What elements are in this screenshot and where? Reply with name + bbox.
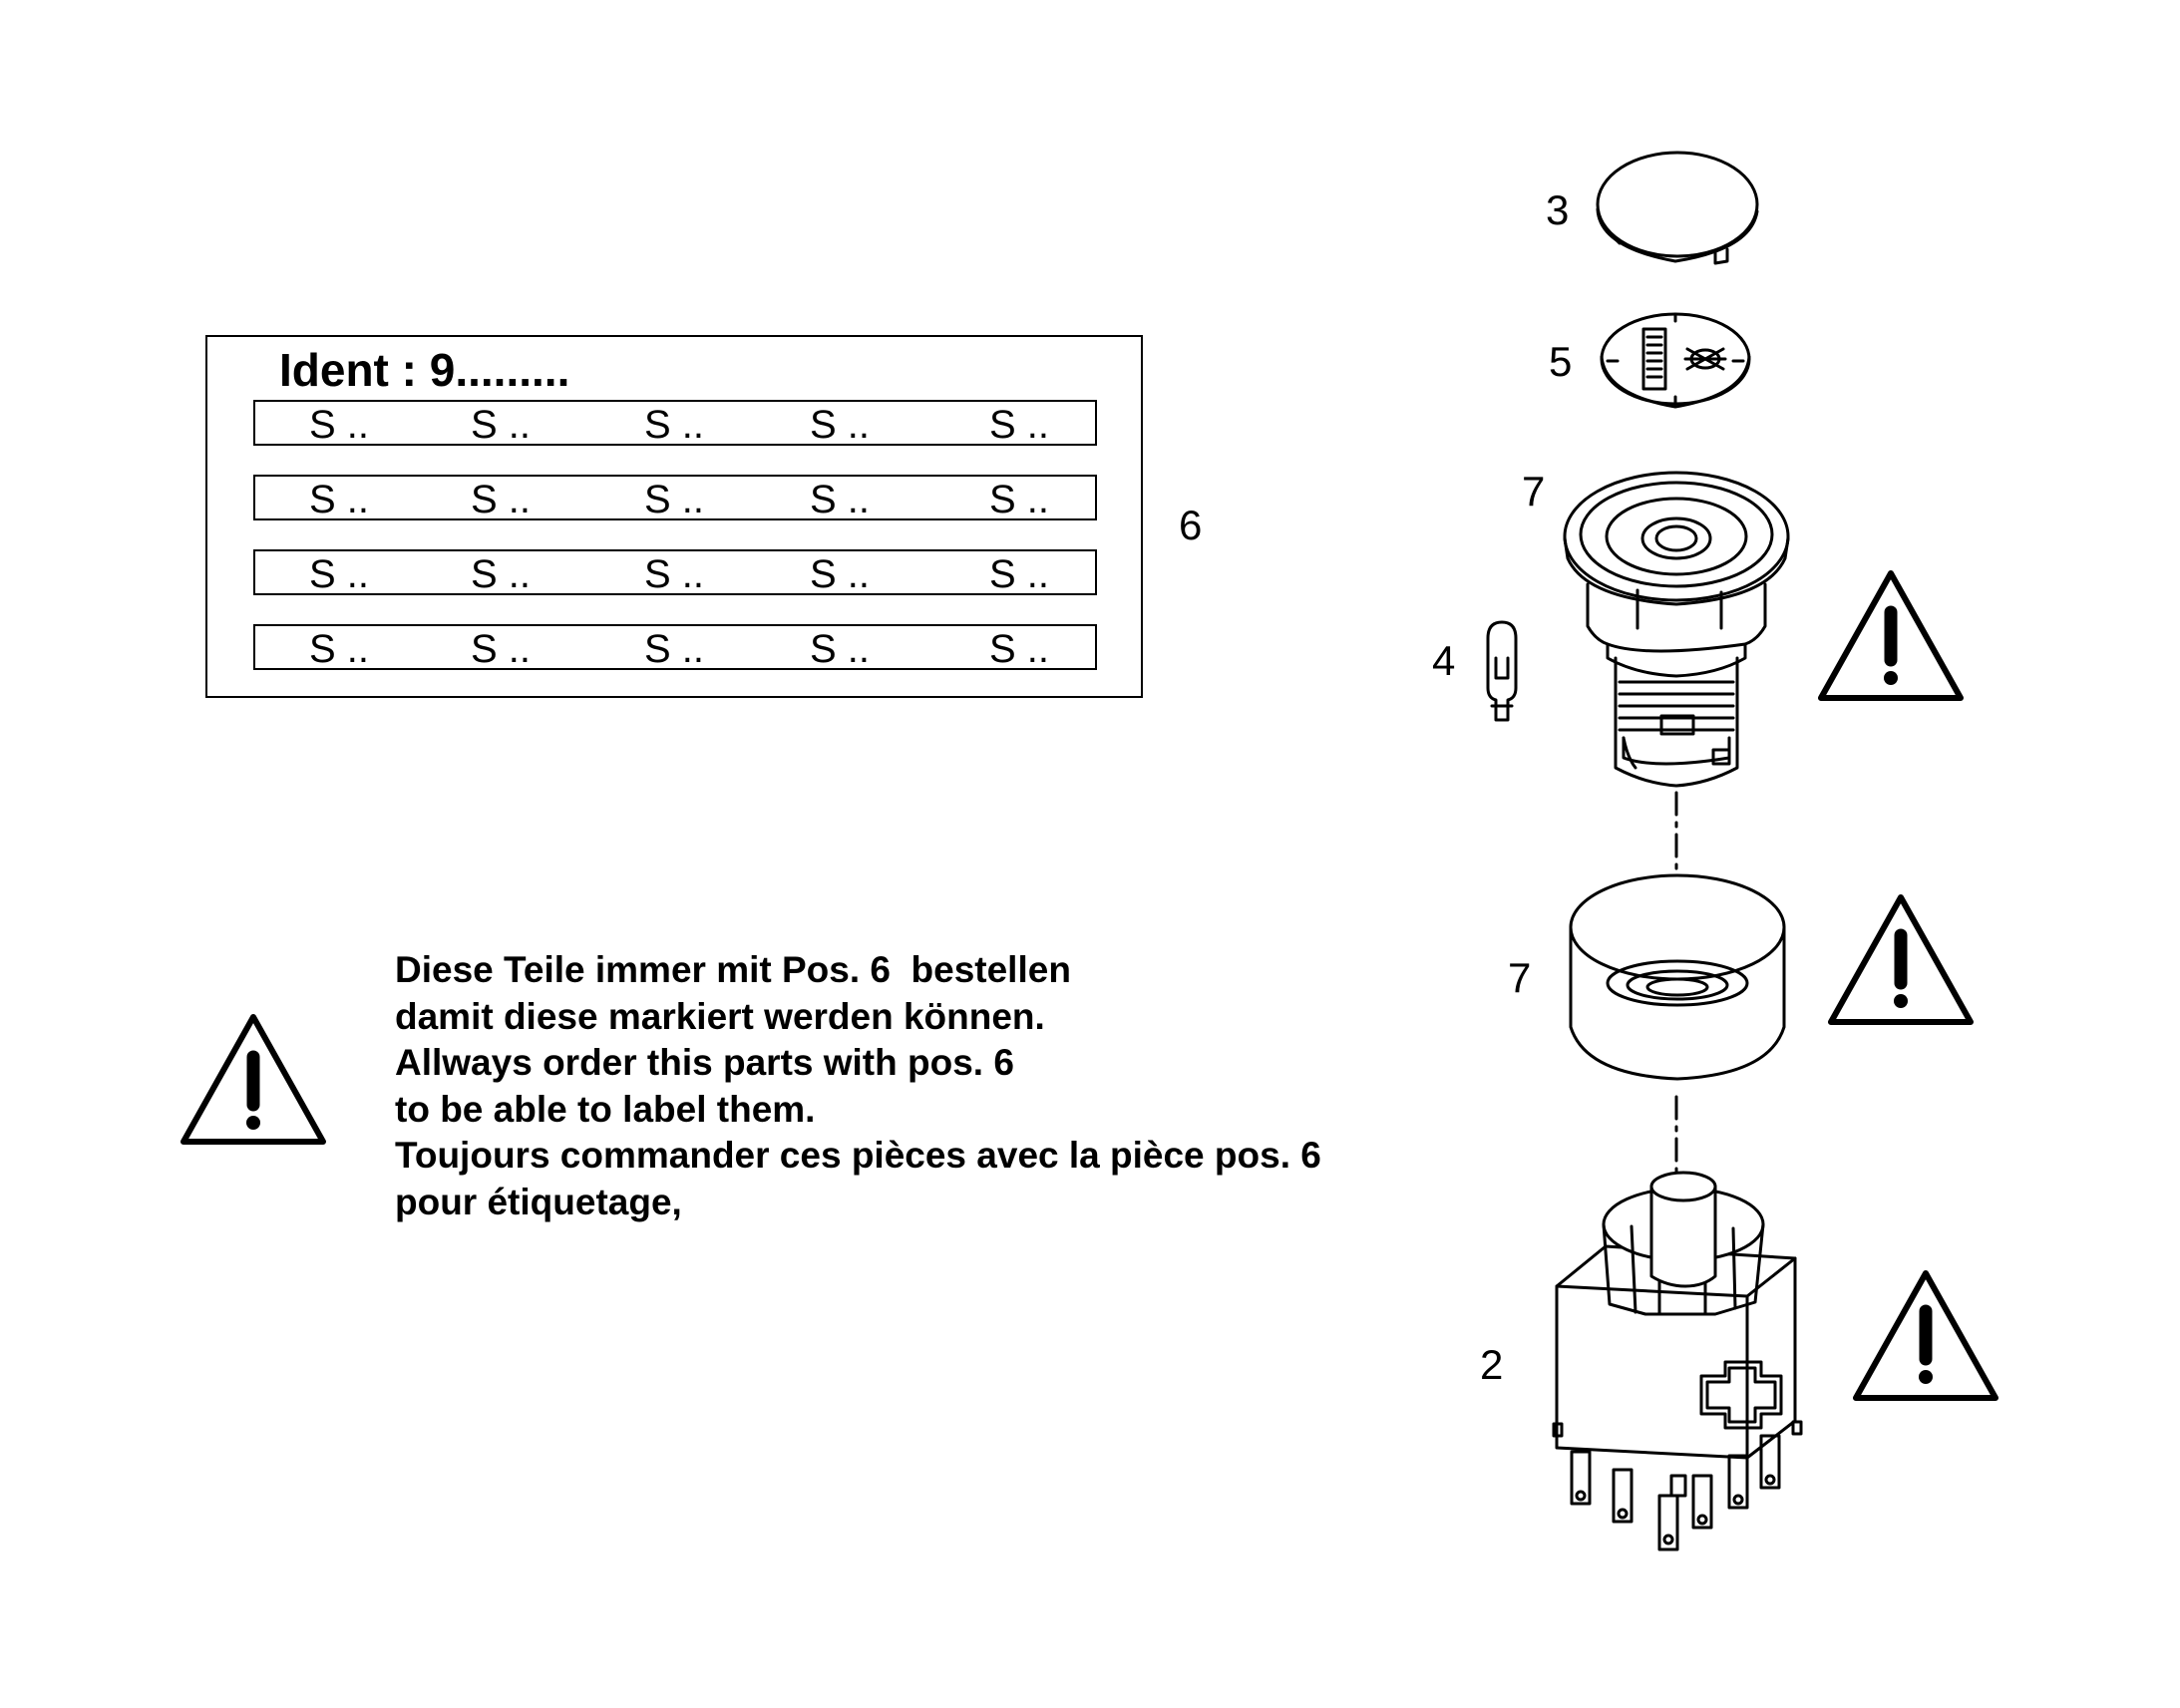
label-cell: S .. — [644, 403, 705, 447]
notice-line-fr-2: pour étiquetage, — [395, 1181, 682, 1222]
label-cell: S .. — [644, 478, 705, 521]
label-cell: S .. — [644, 552, 705, 596]
part-number-5: 5 — [1549, 338, 1573, 385]
label-cell: S .. — [989, 552, 1050, 596]
label-cell: S .. — [471, 552, 532, 596]
part-4-bulb — [1486, 620, 1518, 722]
part-number-7-ring: 7 — [1508, 954, 1532, 1001]
notice-line-fr-1: Toujours commander ces pièces avec la pi… — [395, 1135, 1321, 1176]
part-3-cap — [1596, 151, 1759, 265]
label-cell: S .. — [810, 627, 871, 671]
label-cell: S .. — [810, 478, 871, 521]
label-cell: S .. — [471, 478, 532, 521]
terminal-pins — [1570, 1434, 1781, 1551]
part-number-7-bezel: 7 — [1522, 468, 1546, 514]
warning-triangle-icon — [1818, 570, 1964, 701]
label-cell: S .. — [309, 552, 370, 596]
label-cell: S .. — [810, 403, 871, 447]
label-cell: S .. — [309, 403, 370, 447]
part-number-3: 3 — [1546, 186, 1570, 233]
label-cell: S .. — [309, 627, 370, 671]
ident-title: Ident : 9......... — [279, 344, 570, 396]
part-number-4: 4 — [1432, 637, 1456, 684]
part-number-2: 2 — [1480, 1341, 1504, 1388]
label-cell: S .. — [644, 627, 705, 671]
label-card: Ident : 9......... S .. S .. S .. S .. S… — [205, 335, 1143, 698]
part-7-bezel — [1563, 471, 1790, 788]
warning-triangle-icon — [1828, 894, 1974, 1025]
notice-line-de-1: Diese Teile immer mit Pos. 6 bestellen — [395, 949, 1071, 990]
label-row: S .. S .. S .. S .. S .. — [253, 475, 1097, 521]
part-2-switch-block — [1552, 1171, 1803, 1551]
label-row: S .. S .. S .. S .. S .. — [253, 549, 1097, 596]
notice-line-en-1: Allways order this parts with pos. 6 — [395, 1042, 1014, 1083]
label-cell: S .. — [989, 478, 1050, 521]
label-row: S .. S .. S .. S .. S .. — [253, 400, 1097, 447]
label-row: S .. S .. S .. S .. S .. — [253, 624, 1097, 671]
label-cell: S .. — [471, 403, 532, 447]
part-number-6: 6 — [1179, 502, 1203, 548]
label-cell: S .. — [810, 552, 871, 596]
part-7-ring — [1569, 873, 1786, 1081]
label-cell: S .. — [309, 478, 370, 521]
order-notice: Diese Teile immer mit Pos. 6 bestellen da… — [395, 947, 1321, 1225]
notice-line-de-2: damit diese markiert werden können. — [395, 995, 1045, 1037]
part-5-lens-insert — [1600, 312, 1751, 409]
notice-line-en-2: to be able to label them. — [395, 1088, 816, 1130]
label-cell: S .. — [989, 403, 1050, 447]
label-cell: S .. — [989, 627, 1050, 671]
warning-triangle-icon — [181, 1014, 326, 1145]
warning-triangle-icon — [1853, 1270, 1998, 1401]
label-cell: S .. — [471, 627, 532, 671]
